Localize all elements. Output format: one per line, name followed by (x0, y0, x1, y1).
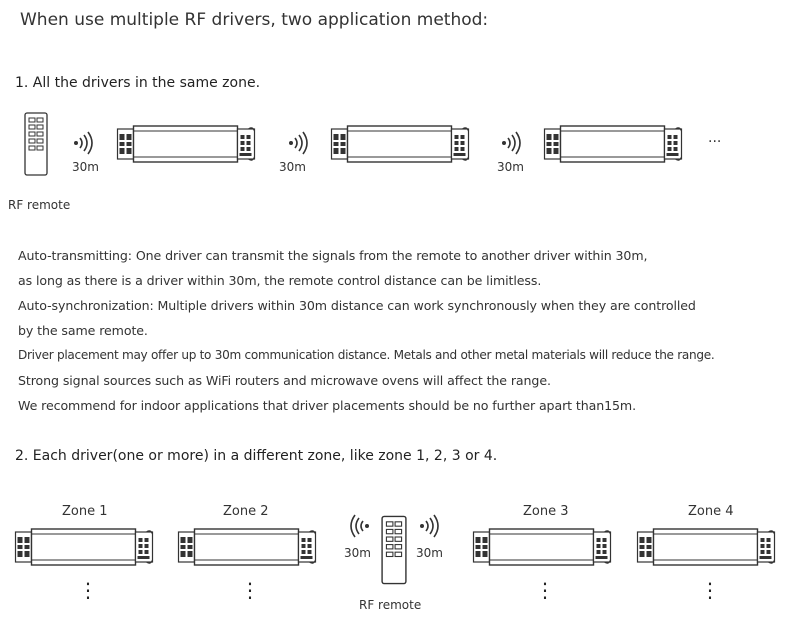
vertical-ellipsis: ⋮ (535, 578, 555, 602)
distance-label: 30m (279, 160, 306, 174)
paragraph-line: We recommend for indoor applications tha… (18, 398, 637, 413)
remote-icon (24, 108, 48, 180)
signal-icon (347, 514, 371, 538)
driver-icon (470, 528, 615, 566)
paragraph-line: Auto-transmitting: One driver can transm… (18, 248, 648, 263)
section1-heading: 1. All the drivers in the same zone. (15, 75, 261, 91)
distance-label-left: 30m (344, 546, 371, 560)
signal-icon (72, 131, 96, 155)
zone-label: Zone 3 (523, 504, 569, 519)
zone-label: Zone 1 (62, 504, 108, 519)
driver-icon (114, 125, 259, 163)
distance-label-right: 30m (416, 546, 443, 560)
zone-label: Zone 4 (688, 504, 734, 519)
vertical-ellipsis: ⋮ (700, 578, 720, 602)
remote-icon (381, 512, 407, 588)
paragraph-line: Auto-synchronization: Multiple drivers w… (18, 298, 696, 313)
continuation-ellipsis: ··· (708, 134, 722, 150)
paragraph-line: as long as there is a driver within 30m,… (18, 273, 542, 288)
signal-icon (418, 514, 442, 538)
zone-label: Zone 2 (223, 504, 269, 519)
vertical-ellipsis: ⋮ (240, 578, 260, 602)
signal-icon (287, 131, 311, 155)
signal-icon (500, 131, 524, 155)
paragraph-line: Strong signal sources such as WiFi route… (18, 373, 551, 388)
remote-label: RF remote (8, 198, 71, 212)
vertical-ellipsis: ⋮ (78, 578, 98, 602)
driver-icon (12, 528, 157, 566)
paragraph-line: Driver placement may offer up to 30m com… (18, 348, 715, 362)
paragraph-line: by the same remote. (18, 323, 148, 338)
distance-label: 30m (72, 160, 99, 174)
distance-label: 30m (497, 160, 524, 174)
page-title: When use multiple RF drivers, two applic… (20, 10, 489, 30)
section2-heading: 2. Each driver(one or more) in a differe… (15, 448, 498, 464)
driver-icon (634, 528, 779, 566)
driver-icon (328, 125, 473, 163)
driver-icon (541, 125, 686, 163)
driver-icon (175, 528, 320, 566)
remote-label: RF remote (359, 598, 422, 612)
